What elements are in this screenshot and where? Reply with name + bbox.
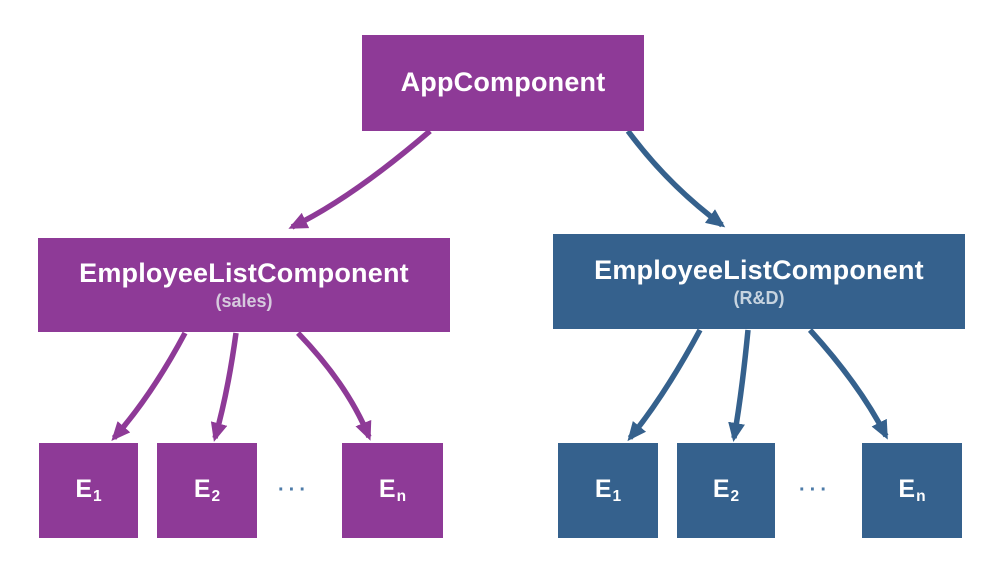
node-employee-list-rnd: EmployeeListComponent (R&D)	[553, 234, 965, 329]
edge-app-to-sales-list	[288, 128, 432, 230]
node-sales-employee-n: En	[342, 443, 443, 538]
edge-sales-to-en	[296, 331, 372, 441]
edge-sales-to-e1	[111, 331, 188, 441]
node-title: EmployeeListComponent	[79, 258, 409, 289]
leaf-label: E1	[75, 475, 102, 505]
node-app-component: AppComponent	[362, 35, 644, 131]
node-sales-employee-2: E2	[157, 443, 257, 538]
node-rnd-employee-2: E2	[677, 443, 775, 538]
leaf-label: E2	[193, 475, 221, 505]
node-title: AppComponent	[400, 67, 606, 98]
edge-rnd-to-e2	[728, 329, 751, 442]
leaf-label: En	[898, 475, 926, 505]
edge-rnd-to-e1	[627, 328, 703, 442]
edge-app-to-rnd-list	[625, 129, 726, 228]
leaf-label: E2	[712, 475, 740, 505]
node-subtitle: (R&D)	[733, 287, 785, 308]
edge-sales-to-e2	[210, 332, 239, 442]
ellipsis-rnd: ···	[799, 479, 831, 501]
leaf-label: E1	[594, 475, 622, 505]
node-title: EmployeeListComponent	[594, 254, 924, 285]
leaf-label: En	[378, 475, 407, 505]
node-sales-employee-1: E1	[39, 443, 138, 538]
node-rnd-employee-n: En	[862, 443, 962, 538]
node-rnd-employee-1: E1	[558, 443, 658, 538]
edge-rnd-to-en	[807, 328, 889, 440]
node-employee-list-sales: EmployeeListComponent (sales)	[38, 238, 450, 332]
ellipsis-sales: ···	[278, 479, 310, 501]
node-subtitle: (sales)	[215, 291, 273, 312]
